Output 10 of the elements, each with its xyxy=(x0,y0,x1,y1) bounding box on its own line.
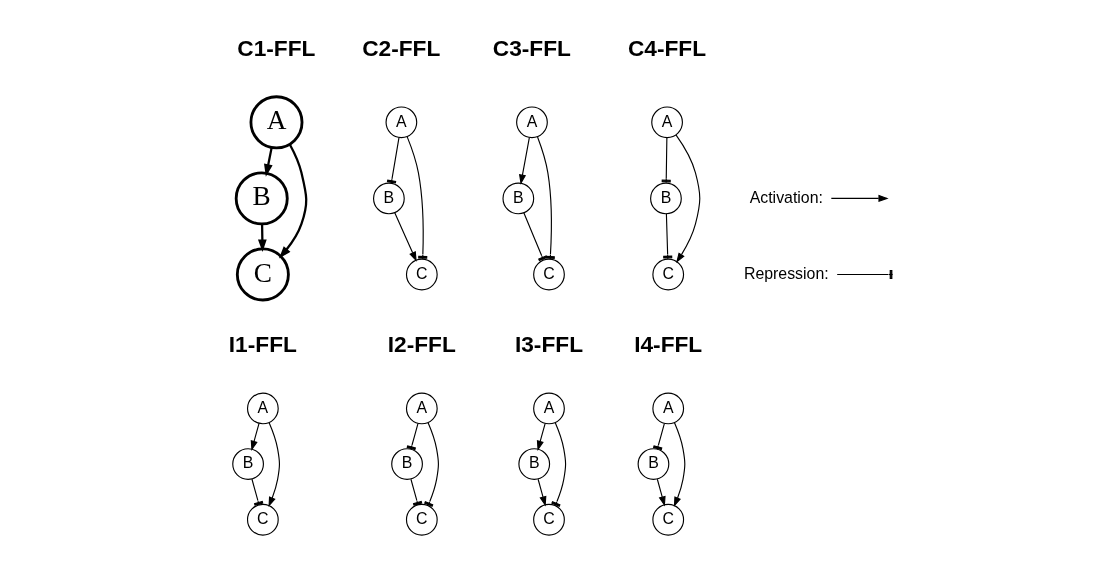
label: I3-FFL xyxy=(514,331,583,358)
label: C1-FFL xyxy=(236,34,315,61)
label: I2-FFL xyxy=(387,331,456,358)
label: C3-FFL xyxy=(492,34,571,61)
label: C4-FFL xyxy=(627,34,706,61)
label: I4-FFL xyxy=(633,331,702,358)
legend-label: Repression: xyxy=(743,264,829,282)
label: I1-FFL xyxy=(228,331,297,358)
label: C2-FFL xyxy=(361,34,440,61)
legend-label: Activation: xyxy=(749,188,823,206)
